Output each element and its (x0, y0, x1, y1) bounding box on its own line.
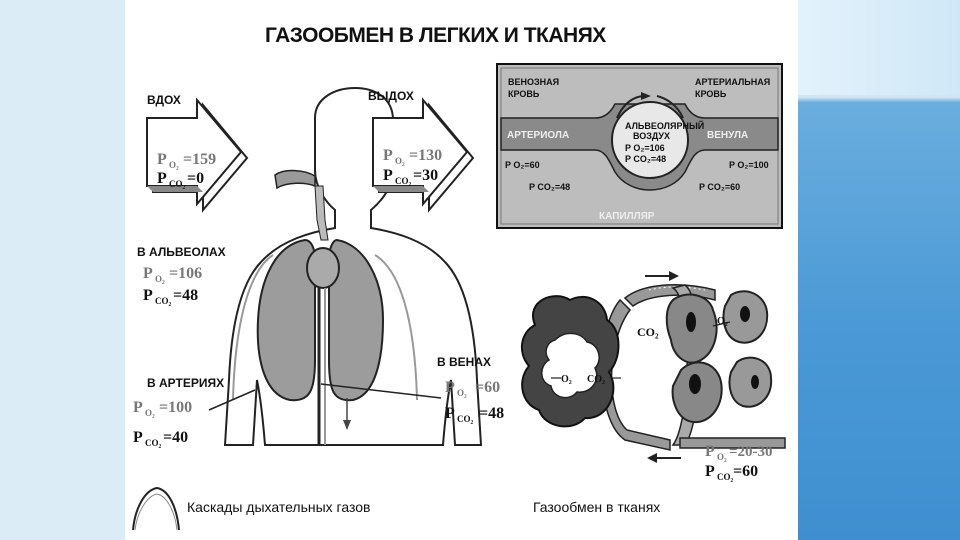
tissue-pco2-symbol: P (705, 463, 715, 480)
venule-label: ВЕНУЛА (707, 130, 748, 141)
arteries-po2-symbol: P (133, 399, 143, 416)
alveolar-air-pco2: P CO₂=48 (625, 154, 666, 164)
tissue-co2-label: CO₂ (637, 325, 659, 339)
tissue-pco2-value: =60 (733, 463, 758, 480)
arteriole-label: АРТЕРИОЛА (507, 130, 569, 141)
arteries-pco2-sub: CO₂ (145, 438, 162, 448)
tissue-exchange-illustration (522, 271, 785, 463)
gas-exchange-diagram: ГАЗООБМЕН В ЛЕГКИХ И ТКАНЯХ ВДОХ P O₂ =1… (125, 0, 798, 540)
slide-image: ГАЗООБМЕН В ЛЕГКИХ И ТКАНЯХ ВДОХ P O₂ =1… (125, 0, 798, 540)
arteries-pco2-symbol: P (133, 429, 143, 446)
cascade-arc-icon (133, 488, 179, 530)
tissue-po2-symbol: P (705, 443, 715, 460)
tissue-po2-value: =20-30 (729, 444, 773, 460)
alveolar-air-po2: P О₂=106 (625, 143, 665, 153)
inset-right-pco2: P CO₂=60 (699, 182, 740, 192)
tissue-pco2-sub: CO₂ (717, 472, 734, 482)
alveolar-air-label-1: АЛЬВЕОЛЯРНЫЙ (625, 120, 704, 131)
tissue-o2-label: O₂ (717, 316, 728, 327)
inhale-pco2-value: =0 (187, 170, 204, 187)
inset-left-pco2: P CO₂=48 (529, 182, 570, 192)
veins-po2-sub: O₂ (457, 388, 467, 398)
arteries-label: В АРТЕРИЯХ (147, 376, 224, 390)
inhale-pco2-symbol: P (157, 170, 167, 187)
inhale-label: ВДОХ (147, 93, 181, 107)
alveoli-po2-symbol: P (143, 265, 153, 282)
exhale-label: ВЫДОХ (368, 89, 414, 103)
exhale-pco2-value: =30 (413, 167, 438, 184)
caption-tissue-exchange: Газообмен в тканях (533, 499, 660, 515)
arterial-blood-label-2: КРОВЬ (695, 89, 727, 99)
arteries-pco2-value: =40 (163, 429, 188, 446)
venous-blood-label-2: КРОВЬ (508, 89, 540, 99)
exhale-po2-symbol: P (383, 147, 393, 164)
lung-o2-label: O₂ (561, 374, 572, 385)
arteries-po2-sub: O₂ (145, 408, 155, 418)
arteries-po2-value: =100 (159, 399, 192, 416)
inset-right-po2: P O₂=100 (729, 160, 769, 170)
heart (307, 248, 339, 288)
exhale-po2-sub: O₂ (395, 156, 405, 166)
exhale-po2-value: =130 (409, 147, 442, 164)
inhale-po2-symbol: P (157, 151, 167, 168)
alveoli-label: В АЛЬВЕОЛАХ (137, 245, 226, 259)
veins-po2-symbol: P (445, 379, 455, 396)
alveoli-po2-value: =106 (169, 265, 202, 282)
veins-label: В ВЕНАХ (437, 355, 491, 369)
background-top-band (798, 0, 960, 95)
alveolar-air-label-2: ВОЗДУХ (633, 131, 670, 141)
inset-left-po2: P O₂=60 (505, 160, 540, 170)
venous-blood-label-1: ВЕНОЗНАЯ (508, 77, 559, 87)
caption-cascades: Каскады дыхательных газов (187, 499, 370, 515)
inhale-po2-value: =159 (183, 151, 216, 168)
tissue-po2-sub: O₂ (717, 452, 727, 462)
inhale-pco2-sub: CO₂ (169, 179, 186, 189)
inhale-po2-sub: O₂ (169, 160, 179, 170)
veins-pco2-sub: CO₂ (457, 414, 474, 424)
alveoli-pco2-symbol: P (143, 287, 153, 304)
veins-po2-value: =60 (475, 379, 500, 396)
diagram-title: ГАЗООБМЕН В ЛЕГКИХ И ТКАНЯХ (265, 24, 606, 47)
alveoli-pco2-sub: CO₂ (155, 296, 172, 306)
exhale-pco2-sub: CO₂ (395, 176, 412, 186)
alveoli-pco2-value: =48 (173, 287, 198, 304)
veins-pco2-value: =48 (479, 405, 504, 422)
capillary-label: КАПИЛЛЯР (599, 211, 655, 222)
alveoli-po2-sub: O₂ (155, 274, 165, 284)
lung-co2-label: CO₂ (587, 374, 605, 385)
arterial-blood-label-1: АРТЕРИАЛЬНАЯ (695, 77, 770, 87)
exhale-pco2-symbol: P (383, 167, 393, 184)
veins-pco2-symbol: P (445, 405, 455, 422)
